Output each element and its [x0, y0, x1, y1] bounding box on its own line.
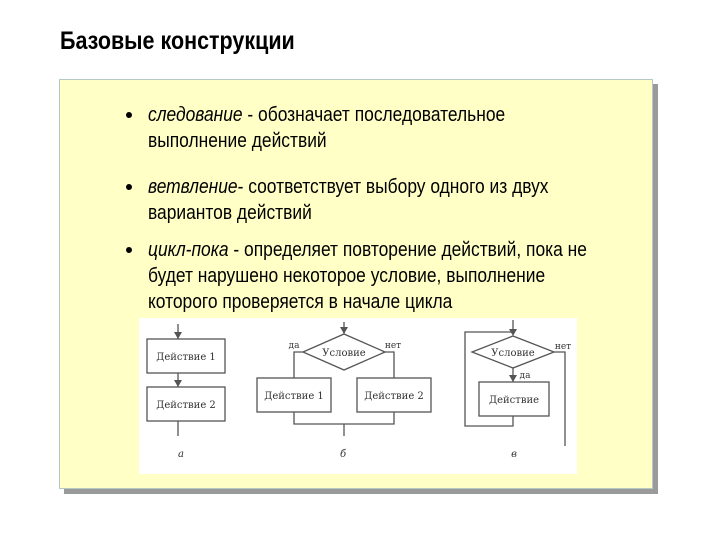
seq-arrowhead	[174, 332, 182, 339]
branch-condition-label: Условие	[322, 348, 365, 359]
loop-action-label: Действие	[489, 395, 539, 406]
branch-merge-line	[293, 412, 395, 425]
loop-caption: в	[511, 449, 517, 460]
bullet-text: следование - обозначает последовательное…	[148, 102, 600, 154]
bullet-text: цикл-пока - определяет повторение действ…	[148, 237, 600, 315]
branch-no-line	[385, 351, 395, 378]
bullet-term: ветвление	[148, 176, 238, 198]
loop-back-line	[464, 331, 514, 427]
bullet-term: цикл-пока	[148, 239, 229, 261]
branch-action2-label: Действие 2	[364, 391, 424, 402]
seq-arrowhead	[174, 380, 182, 387]
loop-action-box	[478, 381, 550, 417]
bullet-line1: - обозначает последовательное	[242, 104, 506, 126]
loop-arrowhead	[509, 329, 517, 336]
bullet-line2: будет нарушено некоторое условие, выполн…	[148, 265, 546, 287]
branch-caption: б	[340, 449, 347, 460]
loop-no-label: нет	[555, 342, 571, 352]
bullet-term: следование	[148, 104, 243, 126]
bullet-line1: - определяет повторение действий, пока н…	[228, 239, 587, 261]
branch-arrowhead	[340, 327, 348, 334]
loop-exit-line	[554, 351, 566, 446]
flowchart-svg: Действие 1 Действие 2 а Условие да нет Д…	[146, 320, 571, 460]
seq-action1-box	[146, 338, 226, 374]
branch-action1-label: Действие 1	[264, 391, 324, 402]
branch-yes-line	[293, 351, 303, 378]
loop-condition-label: Условие	[491, 348, 534, 359]
seq-caption: а	[178, 449, 184, 460]
seq-action1-label: Действие 1	[156, 352, 216, 363]
loop-yes-label: да	[520, 371, 532, 381]
bullet-text: ветвление- соответствует выбору одного и…	[148, 174, 600, 226]
bullet-dot	[126, 247, 132, 253]
bullet-line2: вариантов действий	[148, 202, 312, 224]
branch-no-label: нет	[385, 341, 401, 351]
flowchart-figure: Действие 1 Действие 2 а Условие да нет Д…	[139, 318, 577, 474]
slide-title: Базовые конструкции	[60, 27, 295, 55]
seq-action2-label: Действие 2	[156, 400, 216, 411]
branch-condition-diamond	[301, 333, 387, 371]
bullet-dot	[126, 112, 132, 118]
bullet-line2: выполнение действий	[148, 130, 327, 152]
bullet-line3: которого проверяется в начале цикла	[148, 291, 453, 313]
bullet-line1: - соответствует выбору одного из двух	[237, 176, 549, 198]
content-panel: следование - обозначает последовательное…	[59, 79, 653, 489]
branch-action1-box	[256, 377, 332, 413]
loop-arrowhead	[509, 375, 517, 382]
bullet-dot	[126, 184, 132, 190]
seq-action2-box	[146, 386, 226, 422]
branch-yes-label: да	[289, 341, 301, 351]
